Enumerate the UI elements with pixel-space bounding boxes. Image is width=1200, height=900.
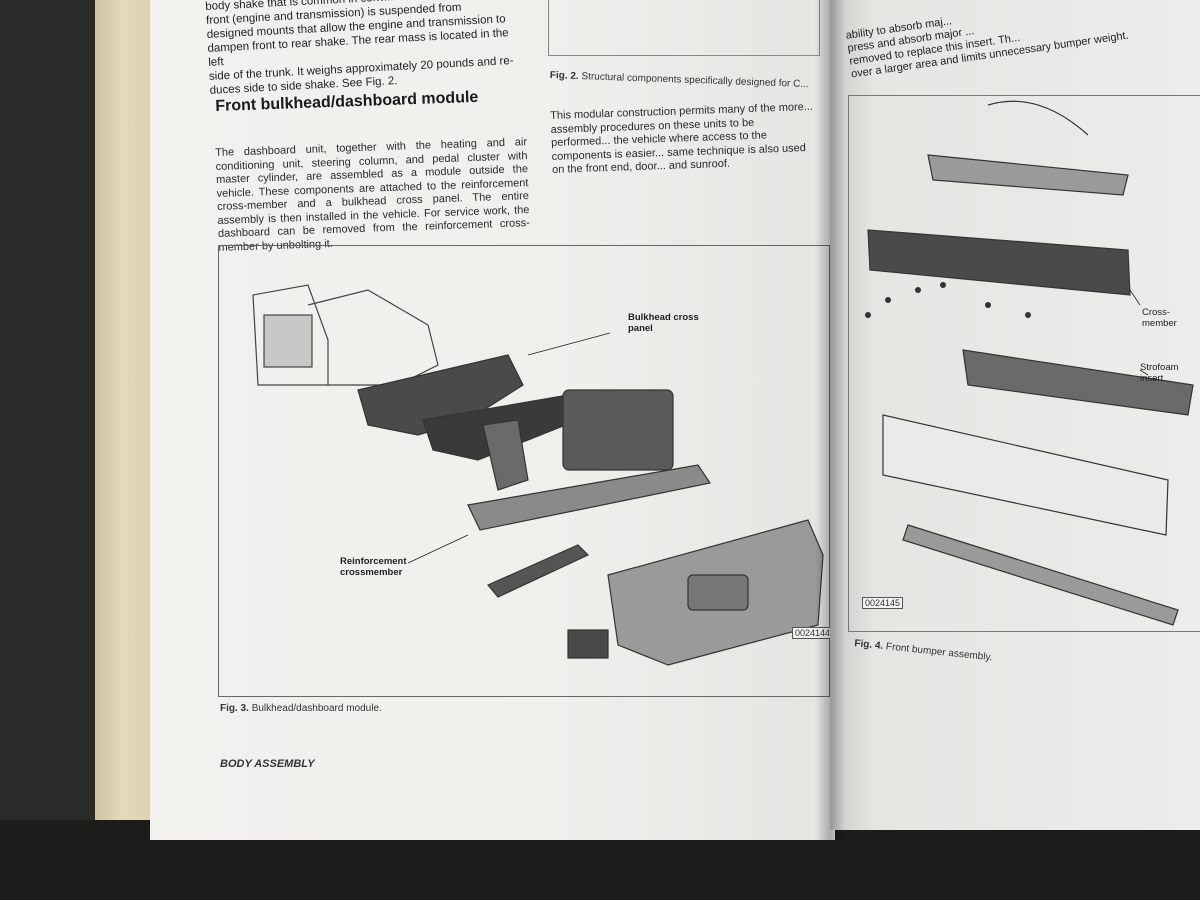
switch-module-shape: [567, 629, 609, 659]
section-paragraph: The dashboard unit, together with the he…: [215, 136, 531, 254]
figure-2-frame: [548, 0, 820, 56]
cross-member-leader-line: [1129, 289, 1141, 306]
figure-3-text: Bulkhead/dashboard module.: [251, 703, 382, 714]
cross-member-shape: [867, 229, 1131, 296]
bulkhead-leader-line: [527, 332, 611, 356]
figure-4-illustration: [865, 100, 1194, 626]
book-gutter-shadow: [815, 0, 845, 840]
fender-outline: [987, 100, 1089, 136]
figure-4-part-number: 0024145: [862, 597, 904, 609]
bumper-cover-shape: [882, 414, 1169, 536]
figure-3-caption: Fig. 3. Bulkhead/dashboard module.: [220, 703, 382, 714]
intro-text: body shake that is common in conv... fro…: [205, 0, 530, 98]
figure-3-frame: [218, 245, 830, 697]
instrument-cluster-shape: [687, 574, 749, 611]
right-page: [830, 0, 1200, 830]
figure-4-frame: [848, 95, 1200, 632]
figure-3-illustration: [252, 284, 824, 666]
label-reinforcement-crossmember: Reinforcement crossmember: [340, 556, 407, 578]
modular-paragraph: This modular construction permits many o…: [550, 100, 814, 176]
page-footer: BODY ASSEMBLY: [220, 758, 315, 770]
figure-3-label: Fig. 3.: [220, 703, 249, 714]
pedal-cluster-shape: [482, 419, 529, 491]
strofoam-insert-shape: [962, 349, 1194, 416]
label-strofoam-insert: Strofoam insert: [1140, 362, 1179, 384]
strofoam-leader-line: [1139, 369, 1149, 376]
reinforcement-beam-shape: [467, 464, 711, 531]
reinforcement-leader-line: [407, 534, 469, 564]
hvac-unit-shape: [562, 389, 674, 471]
bumper-trim-shape: [902, 524, 1179, 626]
label-cross-member: Cross-member: [1142, 307, 1177, 329]
radiator-support-shape: [927, 154, 1129, 196]
figure-2-label: Fig. 2.: [549, 70, 579, 83]
steering-column-shape: [487, 544, 590, 598]
label-bulkhead-cross-panel: Bulkhead cross panel: [628, 312, 699, 334]
car-door-outline: [252, 284, 329, 386]
